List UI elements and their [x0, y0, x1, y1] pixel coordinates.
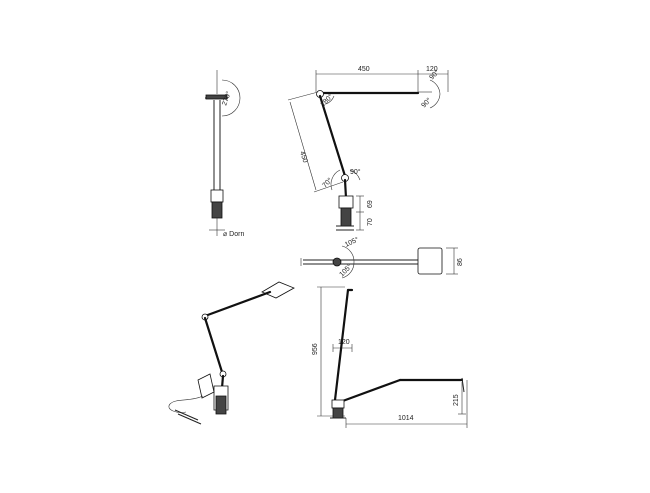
dim-side-upper-arm: 450	[298, 150, 308, 163]
dim-side-arm: 450	[358, 66, 370, 73]
side-view: 450 120 450 69 70 90° 90° 180°	[287, 66, 449, 231]
pole-view: 270° ⌀ Dorn	[205, 70, 244, 238]
label-dorn: ⌀ Dorn	[223, 231, 244, 238]
top-view: 105° 105° 86	[300, 235, 464, 278]
perspective-view	[168, 281, 295, 425]
front-view: 956 120 1014 215	[312, 286, 468, 428]
dim-side-base-h2: 70	[367, 218, 374, 226]
dim-front-reach: 1014	[398, 415, 414, 422]
angle-top-rot-1: 105°	[343, 235, 360, 248]
dim-side-base-h1: 69	[367, 200, 374, 208]
angle-shoulder-right: 90°	[350, 168, 361, 176]
dim-side-head: 120	[426, 66, 438, 73]
dim-front-base: 215	[453, 394, 460, 406]
dim-front-height: 956	[312, 343, 319, 355]
dim-front-offset: 120	[338, 339, 350, 346]
dim-top-head-depth: 86	[457, 258, 464, 266]
